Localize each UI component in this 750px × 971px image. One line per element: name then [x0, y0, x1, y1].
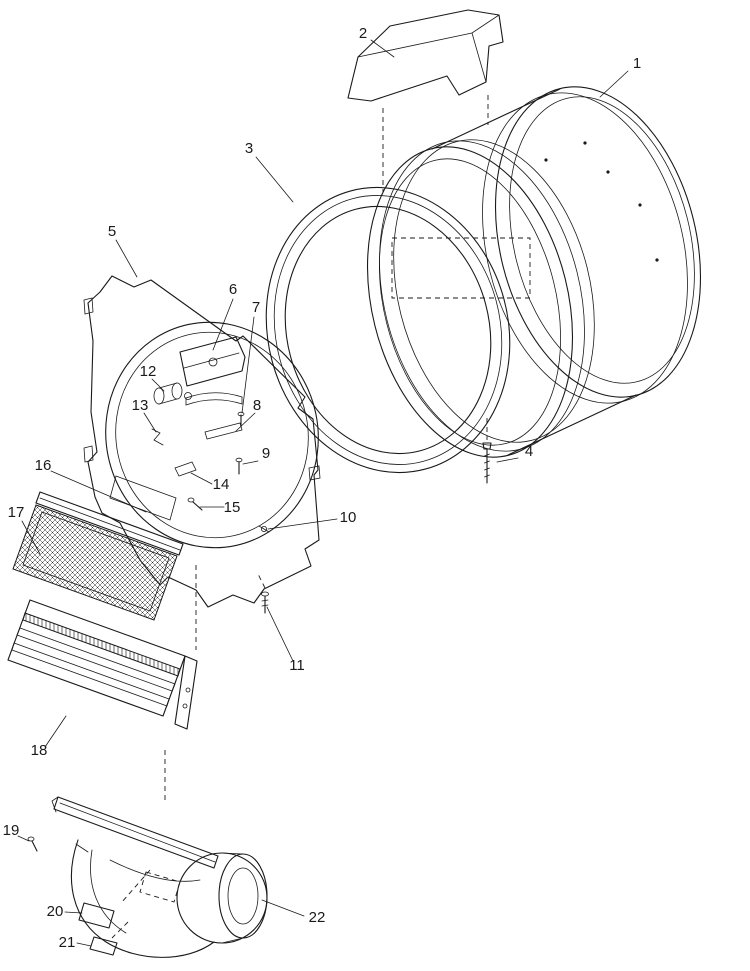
filter-frame: [35, 491, 184, 556]
screw-15: [187, 497, 203, 511]
bracket-14: [174, 461, 197, 477]
lint-duct-slot: [109, 475, 177, 521]
leader-line: [261, 899, 305, 917]
leader-line: [151, 378, 165, 392]
part-label-13: 13: [132, 397, 149, 414]
part-label-11: 11: [289, 657, 305, 674]
part-label-17: 17: [8, 504, 25, 521]
screw-7: [237, 411, 245, 428]
drum-felt-seal: [265, 186, 511, 474]
part-label-19: 19: [3, 822, 20, 839]
leader-line: [599, 70, 629, 98]
filter-screen-mesh: [12, 504, 178, 621]
screw-9: [235, 457, 243, 475]
part-label-5: 5: [108, 223, 116, 240]
blower-housing: [27, 796, 268, 958]
part-label-15: 15: [224, 499, 241, 516]
part-label-21: 21: [59, 934, 76, 951]
part-label-12: 12: [140, 363, 157, 380]
heater-bracket: [179, 336, 246, 387]
part-label-3: 3: [245, 140, 253, 157]
assembly-guide-lines: [111, 95, 531, 939]
part-label-8: 8: [253, 397, 261, 414]
felt-guide: [185, 392, 243, 406]
part-label-10: 10: [340, 509, 357, 526]
part-label-9: 9: [262, 445, 270, 462]
front-bulkhead-panel: [83, 275, 321, 608]
leader-line: [17, 835, 30, 842]
leader-line: [64, 911, 83, 914]
leader-line: [370, 39, 395, 58]
leader-line: [267, 518, 338, 530]
leader-line: [76, 942, 92, 947]
leader-line: [242, 460, 259, 465]
part-label-6: 6: [229, 281, 237, 298]
outlet-grille: [7, 599, 198, 730]
screw-4: [482, 442, 492, 484]
part-label-20: 20: [47, 903, 64, 920]
part-label-18: 18: [31, 742, 48, 759]
label-plate-20: [78, 902, 115, 929]
leader-line: [266, 606, 294, 662]
grille-end-bracket: [174, 655, 198, 730]
air-duct-cover: [347, 9, 504, 102]
part-label-16: 16: [35, 457, 52, 474]
leader-line: [255, 156, 294, 203]
leader-line: [241, 316, 255, 414]
leader-line: [212, 298, 234, 351]
part-label-14: 14: [213, 476, 230, 493]
screw-19: [27, 836, 38, 852]
leader-line: [44, 715, 67, 748]
part-label-7: 7: [252, 299, 260, 316]
leader-line: [496, 457, 519, 463]
rivet-10: [258, 525, 270, 533]
blower-outlet: [218, 853, 268, 939]
part-label-22: 22: [309, 909, 326, 926]
part-labels: 1 2 3 4 5 6 7 8 9 10 11 12 13 14 15 16 1…: [3, 25, 642, 951]
leader-line: [21, 520, 41, 555]
leader-line: [50, 470, 147, 513]
clamp-bar-8: [204, 422, 243, 440]
dryer-drum: [366, 86, 702, 458]
leader-lines: [17, 39, 629, 947]
part-label-2: 2: [359, 25, 367, 42]
duct-flange: [53, 796, 219, 869]
lint-filter: [12, 491, 184, 621]
label-plate-21: [89, 936, 118, 956]
leader-line: [190, 472, 213, 485]
leader-line: [115, 239, 138, 278]
clip-13: [151, 428, 164, 446]
roller-12: [153, 382, 192, 405]
screw-11: [261, 591, 269, 614]
part-label-4: 4: [525, 443, 533, 460]
part-label-1: 1: [633, 55, 641, 72]
bulkhead-small-parts: [151, 336, 270, 614]
leader-line: [143, 412, 157, 433]
leader-line: [235, 412, 256, 432]
